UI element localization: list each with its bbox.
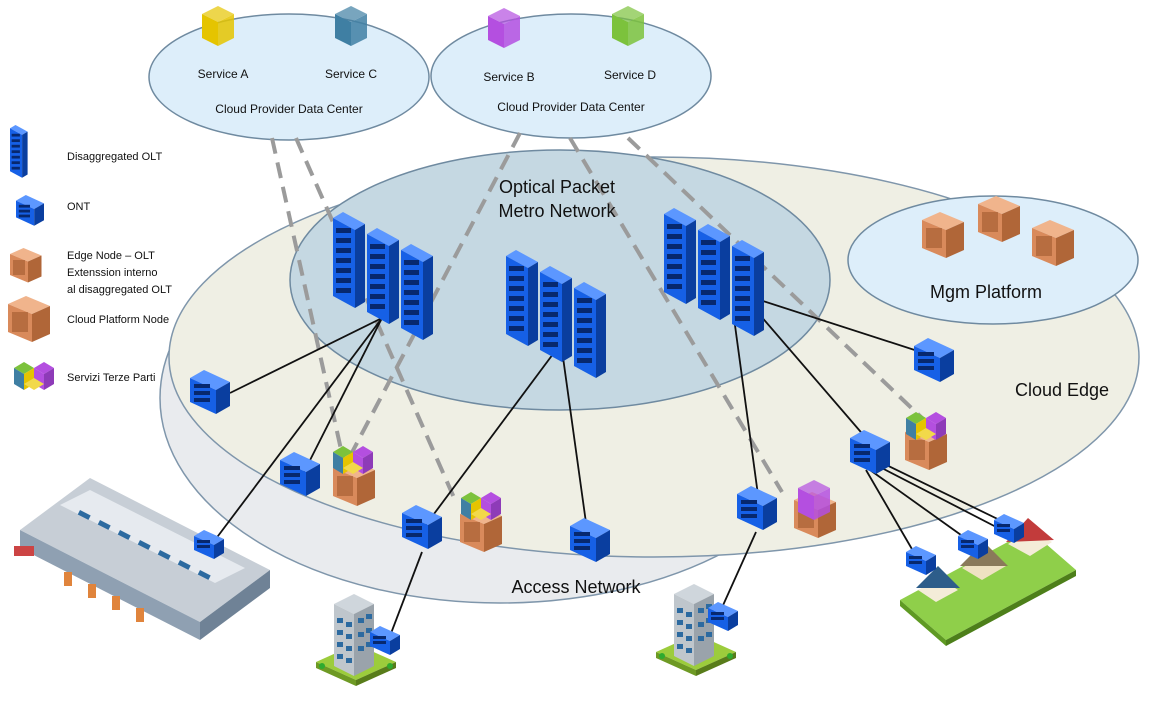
service-a-icon — [202, 6, 234, 46]
service-b-icon — [488, 8, 520, 48]
legend-cloud-node-icon — [8, 296, 50, 342]
legend-ont-label: ONT — [67, 201, 91, 213]
legend-edge-node-line3: al disaggregated OLT — [67, 284, 172, 296]
access-network-label: Access Network — [511, 577, 641, 597]
legend-edge-node-line1: Edge Node – OLT — [67, 250, 155, 262]
legend-olt-icon — [10, 125, 28, 178]
third-party-services-icon — [798, 480, 830, 520]
dashed-links — [270, 132, 924, 501]
mgm-platform-label: Mgm Platform — [930, 282, 1042, 302]
legend-olt-label: Disaggregated OLT — [67, 151, 162, 163]
warehouse-illustration — [14, 478, 270, 640]
residential-houses-illustration — [900, 518, 1076, 646]
legend-edge-node-line2: Extenssion interno — [67, 267, 158, 279]
legend-edge-node-icon — [10, 248, 42, 283]
legend-cloud-node-label: Cloud Platform Node — [67, 314, 169, 326]
legend-third-party-icon — [14, 362, 54, 390]
ont-icon — [370, 626, 400, 655]
data-center-left-label: Cloud Provider Data Center — [215, 102, 362, 116]
service-c-icon — [335, 6, 367, 46]
data-center-right-label: Cloud Provider Data Center — [497, 100, 644, 114]
service-d-icon — [612, 6, 644, 46]
ont-icon — [958, 530, 988, 559]
legend-ont-icon — [16, 195, 44, 226]
legend: Disaggregated OLT ONT Edge Node – OLT Ex… — [8, 125, 172, 390]
cloud-edge-label: Cloud Edge — [1015, 380, 1109, 400]
apartment-building-right — [656, 584, 736, 676]
service-a-label: Service A — [198, 67, 249, 81]
legend-third-party-label: Servizi Terze Parti — [67, 372, 155, 384]
data-center-left — [148, 13, 430, 141]
metro-label-line2: Metro Network — [498, 201, 616, 221]
fiber-links — [214, 299, 1011, 637]
ont-icon — [994, 514, 1024, 543]
data-center-right — [430, 13, 712, 139]
ont-icon — [906, 546, 936, 575]
metro-label-line1: Optical Packet — [499, 177, 615, 197]
service-b-label: Service B — [483, 70, 534, 84]
service-d-label: Service D — [604, 68, 656, 82]
service-c-label: Service C — [325, 67, 377, 81]
